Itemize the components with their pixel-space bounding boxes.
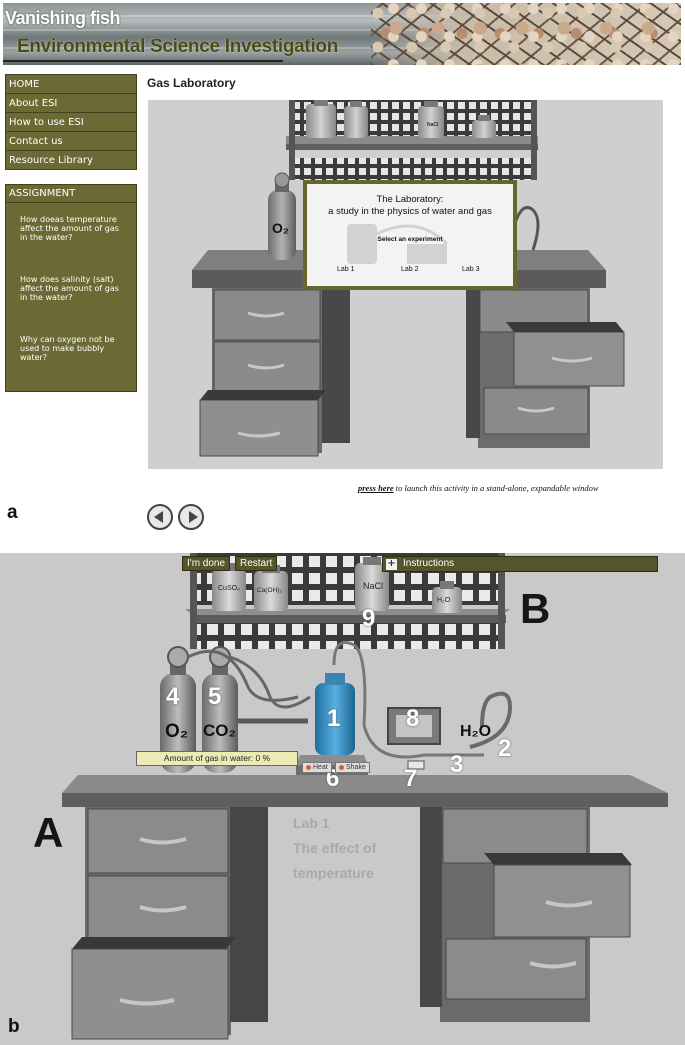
- im-done-button[interactable]: I'm done: [182, 556, 231, 571]
- assignment-question-2[interactable]: How does salinity (salt) affect the amou…: [20, 275, 119, 302]
- caoh2-jar-label: Ca(OH)₂: [257, 587, 282, 594]
- nav-about-esi[interactable]: About ESI: [5, 93, 137, 113]
- nacl-jar-label: NaCl: [427, 122, 439, 128]
- page-title: Gas Laboratory: [147, 76, 236, 90]
- nav-home[interactable]: HOME: [5, 74, 137, 94]
- nav-how-to-use[interactable]: How to use ESI: [5, 112, 137, 132]
- blossom-branch-image: [371, 3, 681, 65]
- press-here-link[interactable]: press here: [358, 483, 394, 493]
- assignment-question-1[interactable]: How doeas temperature affect the amount …: [20, 215, 119, 242]
- region-label-b: B: [520, 585, 551, 632]
- faint-apparatus-image: [347, 224, 449, 264]
- assignment-heading: ASSIGNMENT: [6, 185, 136, 203]
- arrow-right-circle-icon[interactable]: [178, 504, 204, 530]
- restart-button[interactable]: Restart: [235, 556, 278, 571]
- heat-button[interactable]: Heat: [302, 762, 332, 773]
- lab-overlay-line-3: temperature: [293, 865, 374, 881]
- banner-title-esi: Environmental Science Investigation: [17, 36, 339, 57]
- heat-button-label: Heat: [313, 764, 328, 771]
- h2o-shelf-jar-label: H₂O: [437, 597, 451, 604]
- nav-resource-library[interactable]: Resource Library: [5, 150, 137, 170]
- marker-8-meter: 8: [406, 705, 420, 732]
- lab-1-button[interactable]: Lab 1: [337, 266, 355, 273]
- figure-label-b: b: [8, 1016, 20, 1037]
- heat-indicator-icon: [306, 764, 311, 770]
- sidebar-nav: HOME About ESI How to use ESI Contact us…: [5, 74, 137, 170]
- shake-button[interactable]: Shake: [335, 762, 370, 773]
- marker-2-tap: 2: [498, 735, 512, 762]
- co2-cylinder-label: CO₂: [203, 721, 237, 740]
- lab-scene-a: O₂ NaCl: [148, 100, 663, 469]
- nav-contact[interactable]: Contact us: [5, 131, 137, 151]
- lab-overlay-line-2: The effect of: [293, 840, 377, 856]
- o2-cylinder-label: O₂: [272, 220, 290, 236]
- lab-3-button[interactable]: Lab 3: [462, 266, 480, 273]
- marker-3-tube: 3: [450, 751, 464, 778]
- cuso4-jar-label: CuSO₄: [218, 585, 240, 592]
- instructions-bar: + Instructions: [382, 556, 658, 572]
- lab-2-button[interactable]: Lab 2: [401, 266, 419, 273]
- arrow-left-circle-icon[interactable]: [147, 504, 173, 530]
- gas-amount-readout: Amount of gas in water: 0 %: [136, 751, 298, 766]
- lab-scene-b: I'm done Restart + Instructions CuSO₄ Ca…: [0, 553, 685, 1045]
- lab-overlay-line-1: Lab 1: [293, 815, 330, 831]
- lab-bench-illustration: [192, 100, 625, 457]
- launch-window-note: press here to launch this activity in a …: [358, 483, 599, 493]
- banner-title-vanishing-fish: Vanishing fish: [5, 8, 121, 28]
- shake-button-label: Shake: [346, 764, 366, 771]
- nacl-shelf-jar-label: NaCl: [363, 581, 384, 591]
- marker-9-nacl: 9: [362, 605, 376, 632]
- h2o-tap-label: H₂O: [460, 723, 492, 740]
- marker-1-bottle: 1: [327, 705, 341, 732]
- instructions-toggle[interactable]: Instructions: [403, 558, 455, 569]
- experiment-bench-illustration: [62, 553, 668, 1040]
- marker-5-co2: 5: [208, 683, 222, 710]
- figure-label-a: a: [7, 502, 18, 523]
- select-experiment-prompt: Select an experiment: [377, 236, 443, 243]
- region-label-a: A: [33, 809, 64, 856]
- dialog-title-line-1: The Laboratory:: [376, 194, 444, 205]
- experiment-selection-dialog: The Laboratory: a study in the physics o…: [303, 180, 517, 290]
- marker-4-o2: 4: [166, 683, 180, 710]
- site-banner: Vanishing fish Environmental Science Inv…: [3, 3, 681, 65]
- marker-7-item: 7: [404, 765, 418, 792]
- banner-underline: [3, 60, 283, 62]
- o2-cylinder-label: O₂: [165, 721, 189, 742]
- expand-plus-icon[interactable]: +: [386, 558, 397, 570]
- launch-window-text: to launch this activity in a stand-alone…: [393, 483, 599, 493]
- lab-title-overlay: Lab 1 The effect of temperature: [293, 811, 376, 886]
- dialog-title-line-2: a study in the physics of water and gas: [328, 206, 492, 217]
- dialog-title: The Laboratory: a study in the physics o…: [307, 194, 513, 218]
- assignment-panel: ASSIGNMENT How doeas temperature affect …: [5, 184, 137, 392]
- shake-indicator-icon: [339, 764, 344, 770]
- assignment-question-3[interactable]: Why can oxygen not be used to make bubbl…: [20, 335, 115, 362]
